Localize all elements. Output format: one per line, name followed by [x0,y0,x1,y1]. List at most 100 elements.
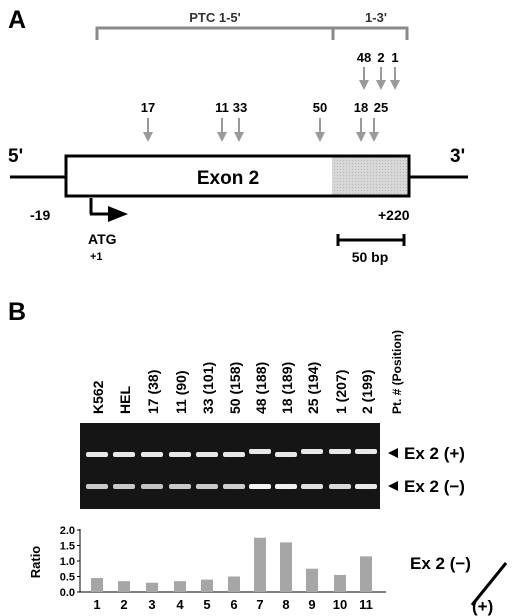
band-minus-label: Ex 2 (−) [404,477,465,496]
lane-header-11: 2 (199) [359,370,375,414]
lower-mutation-arrows [143,118,379,142]
y-tick-label: 2.0 [60,525,75,537]
arrow-label-11: 11 [215,100,229,115]
ratio-chart: 0.0 0.5 1.0 1.5 2.0 1 2 3 4 5 6 7 8 9 10 11 [60,525,386,612]
x-tick-label: 9 [308,597,315,612]
exon-3prime-region [332,157,408,195]
arrow-label-2: 2 [377,50,384,65]
ratio-bar-11 [360,556,372,592]
band-plus-lane-11 [355,449,377,454]
atg-label: ATG [88,231,117,247]
position-end: +220 [378,207,410,223]
band-plus-pointer [388,448,398,458]
x-tick-label: 1 [93,597,100,612]
band-plus-lane-7 [249,449,271,454]
arrow-label-33: 33 [233,100,247,115]
band-minus-lane-2 [113,484,135,489]
band-minus-lane-10 [329,484,351,489]
arrow-label-17: 17 [141,100,155,115]
band-plus-lane-10 [329,449,351,454]
band-minus-lane-7 [249,484,271,489]
ratio-bar-9 [306,568,318,592]
arrow-label-18: 18 [354,100,368,115]
position-start: -19 [30,207,50,223]
panel-a-label: A [8,6,26,34]
y-tick-label: 0.5 [60,572,75,584]
band-plus-lane-4 [169,452,191,457]
x-tick-label: 4 [176,597,184,612]
band-minus-lane-1 [86,484,108,489]
scale-bar-label: 50 bp [352,249,389,265]
y-tick-label: 0.0 [60,587,75,599]
y-axis-title: Ratio [28,546,43,579]
band-plus-lane-8 [275,452,297,457]
bracket-ptc-label: PTC 1-5' [189,10,241,25]
gel-image [80,423,380,509]
atg-start-arrow [89,198,128,222]
band-minus-lane-4 [169,484,191,489]
band-minus-lane-5 [196,484,218,489]
lane-header-5: 33 (101) [200,362,216,414]
ratio-label-numerator: Ex 2 (−) [410,554,471,573]
band-plus-lane-3 [141,452,163,457]
band-minus-lane-6 [223,484,245,489]
x-tick-label: 8 [282,597,289,612]
y-tick-label: 1.5 [60,541,75,553]
ratio-bar-7 [254,537,266,592]
band-plus-lane-9 [301,449,323,454]
ratio-label-denominator: (+) [472,597,493,616]
ratio-bar-8 [280,542,292,592]
five-prime-label: 5' [8,146,23,167]
band-plus-lane-6 [223,452,245,457]
lane-header-6: 50 (158) [227,362,243,414]
arrow-label-1: 1 [391,50,398,65]
ratio-bar-10 [334,574,346,592]
bracket-1-3 [331,26,409,40]
lane-header-4: 11 (90) [173,370,189,414]
exon-2-box [64,154,411,198]
lane-header-8: 18 (189) [279,362,295,414]
gel-bands [86,449,377,489]
band-minus-lane-11 [355,484,377,489]
scale-bar [336,234,406,246]
lane-header-12: Pt. # (Position) [390,330,404,414]
lane-header-10: 1 (207) [333,370,349,414]
arrow-label-48: 48 [357,50,371,65]
arrow-label-50: 50 [313,100,327,115]
band-plus-lane-5 [196,452,218,457]
y-tick-label: 1.0 [60,556,75,568]
ratio-bar-5 [201,579,213,592]
x-tick-label: 2 [120,597,127,612]
panel-b-label: B [8,298,26,326]
atg-position: +1 [90,251,103,263]
lane-header-3: 17 (38) [145,370,161,414]
x-tick-label: 10 [333,597,347,612]
lane-headers: K562 HEL 17 (38) 11 (90) 33 (101) 50 (158) 48 … [90,330,404,414]
ratio-divider [470,562,508,606]
x-tick-label: 3 [148,597,155,612]
exon-label: Exon 2 [197,168,259,189]
band-plus-lane-2 [113,452,135,457]
lane-header-7: 48 (188) [253,362,269,414]
ratio-bar-3 [146,582,158,592]
ratio-bar-1 [91,578,103,592]
lane-header-1: K562 [90,380,106,414]
three-prime-label: 3' [450,146,465,167]
ratio-bar-2 [118,581,130,592]
lane-header-9: 25 (194) [305,362,321,414]
bracket-ptc [95,26,335,40]
band-minus-lane-3 [141,484,163,489]
ratio-bar-6 [228,576,240,592]
band-minus-lane-8 [275,484,297,489]
lane-header-2: HEL [117,386,133,414]
bracket-1-3-label: 1-3' [365,10,387,25]
x-tick-label: 6 [230,597,237,612]
band-plus-label: Ex 2 (+) [404,444,465,463]
band-minus-lane-9 [301,484,323,489]
x-tick-label: 7 [256,597,263,612]
x-tick-label: 5 [203,597,210,612]
upper-mutation-arrows [359,67,400,90]
band-minus-pointer [388,481,398,491]
x-tick-label: 11 [359,597,373,612]
